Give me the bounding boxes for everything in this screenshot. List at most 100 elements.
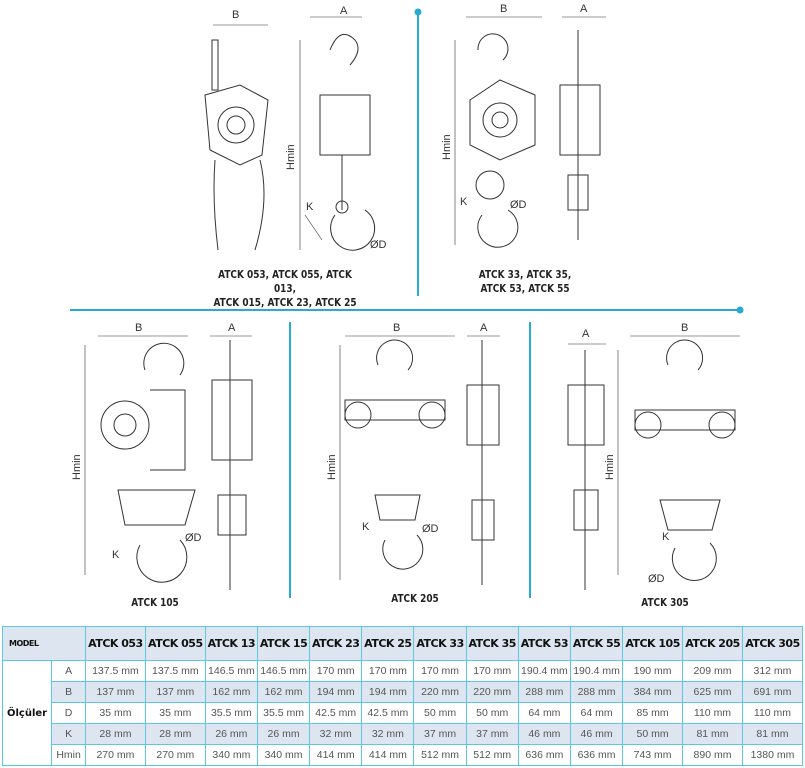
dim-hmin-label: Hmin	[441, 134, 453, 160]
model-column-header: ATCK 53	[517, 626, 571, 661]
table-cell: 35.5 mm	[204, 702, 258, 724]
dimension-label: Hmin	[51, 744, 86, 766]
table-cell: 137.5 mm	[144, 660, 206, 682]
model-column-header: ATCK 35	[465, 626, 519, 661]
diagram-canvas: B A Hmin K ØD B A Hmin K ØD B A Hmin K Ø…	[70, 3, 744, 598]
hoist-diagram-top-right	[454, 16, 606, 248]
dim-k-label: K	[460, 196, 468, 208]
dim-a-label: A	[582, 328, 590, 340]
table-cell: 270 mm	[85, 744, 146, 766]
table-cell: 194 mm	[309, 681, 363, 703]
table-cell: 50 mm	[413, 702, 467, 724]
group-label: Ölçüler	[1, 660, 53, 766]
table-cell: 32 mm	[361, 723, 415, 745]
table-cell: 209 mm	[682, 660, 743, 682]
table-cell: 170 mm	[361, 660, 415, 682]
table-cell: 28 mm	[144, 723, 206, 745]
table-cell: 46 mm	[517, 723, 571, 745]
caption-line: ATCK 53, ATCK 55	[480, 283, 570, 295]
table-cell: 26 mm	[204, 723, 258, 745]
table-cell: 512 mm	[413, 744, 467, 766]
table-cell: 190.4 mm	[569, 660, 624, 682]
caption-atck-205: ATCK 205	[391, 593, 439, 605]
table-cell: 35.5 mm	[256, 702, 311, 724]
table-cell: 170 mm	[465, 660, 519, 682]
table-cell: 110 mm	[682, 702, 743, 724]
table-cell: 32 mm	[309, 723, 363, 745]
dim-b-label: B	[500, 3, 507, 15]
separator-dot	[414, 8, 422, 16]
dim-d-label: ØD	[370, 239, 387, 251]
table-cell: 42.5 mm	[309, 702, 363, 724]
table-cell: 220 mm	[465, 681, 519, 703]
dimension-label: D	[51, 702, 86, 724]
table-cell: 146.5 mm	[204, 660, 258, 682]
table-cell: 220 mm	[413, 681, 467, 703]
dim-a-label: A	[228, 322, 236, 334]
model-column-header: ATCK 105	[622, 626, 684, 661]
caption-atck-305: ATCK 305	[641, 597, 689, 609]
dim-b-label: B	[232, 9, 239, 21]
dimension-label: B	[51, 681, 86, 703]
table-cell: 137 mm	[85, 681, 146, 703]
table-cell: 384 mm	[622, 681, 684, 703]
table-cell: 636 mm	[569, 744, 624, 766]
dim-d-label: ØD	[422, 523, 439, 535]
dimension-label: K	[51, 723, 86, 745]
table-cell: 340 mm	[204, 744, 258, 766]
table-cell: 170 mm	[309, 660, 363, 682]
dim-hmin-label: Hmin	[71, 454, 83, 480]
table-cell: 35 mm	[144, 702, 206, 724]
table-cell: 625 mm	[682, 681, 743, 703]
table-cell: 64 mm	[569, 702, 624, 724]
table-cell: 288 mm	[569, 681, 624, 703]
table-cell: 743 mm	[622, 744, 684, 766]
table-cell: 414 mm	[309, 744, 363, 766]
hoist-diagram-top-left	[204, 16, 376, 251]
table-cell: 312 mm	[741, 660, 804, 682]
caption-atck-105: ATCK 105	[131, 597, 179, 609]
model-column-header: ATCK 33	[413, 626, 467, 661]
model-column-header: ATCK 15	[256, 626, 311, 661]
dim-hmin-label: Hmin	[326, 454, 338, 480]
table-cell: 81 mm	[682, 723, 743, 745]
table-cell: 162 mm	[256, 681, 311, 703]
hoist-diagram-atck-305	[567, 335, 740, 590]
table-cell: 81 mm	[741, 723, 804, 745]
model-column-header: ATCK 25	[361, 626, 415, 661]
dim-d-label: ØD	[648, 573, 665, 585]
caption-top-left: ATCK 053, ATCK 055, ATCK 013, ATCK 015, …	[213, 268, 358, 310]
table-cell: 50 mm	[465, 702, 519, 724]
table-cell: 288 mm	[517, 681, 571, 703]
table-cell: 340 mm	[256, 744, 311, 766]
table-cell: 64 mm	[517, 702, 571, 724]
model-column-header: ATCK 205	[682, 626, 743, 661]
table-cell: 28 mm	[85, 723, 146, 745]
dim-b-label: B	[135, 322, 142, 334]
model-column-header: ATCK 55	[569, 626, 624, 661]
model-column-header: ATCK 13	[204, 626, 258, 661]
dim-a-label: A	[580, 3, 588, 15]
table-cell: 270 mm	[144, 744, 206, 766]
table-cell: 85 mm	[622, 702, 684, 724]
caption-top-right: ATCK 33, ATCK 35, ATCK 53, ATCK 55	[470, 268, 581, 296]
caption-line: ATCK 33, ATCK 35,	[478, 269, 572, 281]
table-cell: 146.5 mm	[256, 660, 311, 682]
model-column-header: ATCK 053	[85, 626, 146, 661]
dim-a-label: A	[480, 322, 488, 334]
table-cell: 190.4 mm	[517, 660, 571, 682]
table-cell: 194 mm	[361, 681, 415, 703]
table-cell: 137 mm	[144, 681, 206, 703]
model-column-header: ATCK 305	[741, 626, 804, 661]
dim-d-label: ØD	[510, 199, 527, 211]
table-cell: 37 mm	[413, 723, 467, 745]
dim-k-label: K	[112, 549, 120, 561]
separator-lines	[70, 12, 740, 598]
caption-line: ATCK 015, ATCK 23, ATCK 25	[213, 297, 357, 309]
hoist-diagram-atck-105	[84, 335, 253, 590]
model-column-header: ATCK 23	[309, 626, 363, 661]
